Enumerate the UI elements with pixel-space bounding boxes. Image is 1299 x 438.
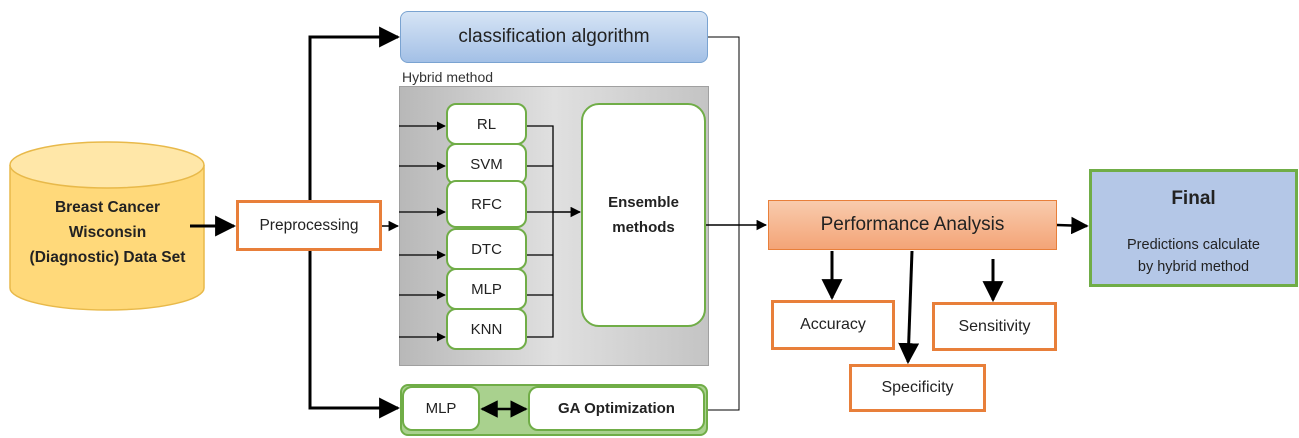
arrow-performance-to-final — [1056, 216, 1089, 235]
ga-mlp-box: MLP — [402, 386, 480, 431]
ensemble-bracket — [527, 125, 554, 338]
arrow-preprocessing-to-classification — [308, 26, 401, 200]
hybrid-method-label: Hybrid method — [402, 69, 494, 85]
specificity-box: Specificity — [849, 364, 986, 412]
model-rl-box: RL — [446, 103, 527, 145]
final-description: Predictions calculate by hybrid method — [1092, 234, 1295, 278]
line-classification-ga-bracket — [708, 36, 740, 411]
classification-algorithm-box: classification algorithm — [400, 11, 708, 63]
preprocessing-box: Preprocessing — [236, 200, 382, 251]
performance-analysis-box: Performance Analysis — [768, 200, 1057, 250]
arrow-to-specificity — [898, 250, 920, 365]
ensemble-line-1: Ensemble — [608, 194, 679, 211]
sensitivity-box: Sensitivity — [932, 302, 1057, 351]
ensemble-line-2: methods — [612, 219, 675, 236]
database-cylinder — [9, 141, 205, 311]
accuracy-box: Accuracy — [771, 300, 895, 350]
dataset-line-2: Wisconsin — [68, 224, 147, 241]
final-line-2: by hybrid method — [1137, 259, 1250, 275]
model-knn-box: KNN — [446, 308, 527, 350]
final-line-1: Predictions calculate — [1127, 237, 1260, 253]
final-box: Final Predictions calculate by hybrid me… — [1089, 169, 1298, 287]
dataset-line-1: Breast Cancer — [54, 199, 161, 216]
ensemble-methods-box: Ensemble methods — [581, 103, 706, 327]
final-title: Final — [1171, 188, 1216, 209]
arrow-preprocessing-to-ga — [308, 250, 401, 419]
model-rfc-box: RFC — [446, 180, 527, 228]
ga-optimization-box: GA Optimization — [528, 386, 705, 431]
dataset-line-3: (Diagnostic) Data Set — [29, 249, 186, 266]
dataset-label: Breast Cancer Wisconsin (Diagnostic) Dat… — [10, 195, 205, 270]
